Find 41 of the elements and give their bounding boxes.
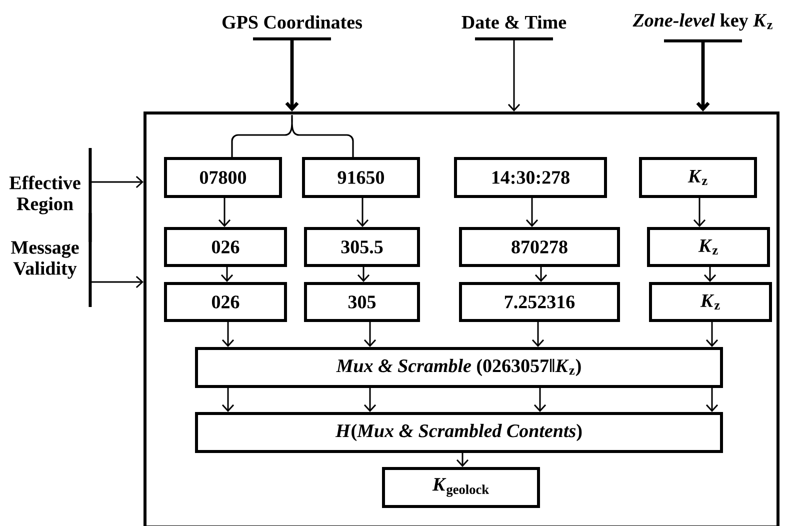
- arrow: [364, 322, 376, 347]
- input-label: Zone-level key K$_{z}$: [632, 13, 772, 42]
- process-box: K$_{geolock}$: [382, 467, 540, 508]
- process-box: K$_{z}$: [649, 282, 772, 322]
- arrow: [364, 388, 376, 412]
- process-box: 91650: [302, 157, 420, 198]
- arrow: [693, 198, 706, 227]
- arrow: [704, 267, 716, 282]
- process-box: Mux & Scramble (0263057‖K$_{z}$): [195, 347, 723, 388]
- arrow: [220, 267, 234, 282]
- arrow: [218, 198, 231, 227]
- process-box: 870278: [459, 227, 620, 267]
- process-box: 07800: [164, 157, 282, 198]
- arrow: [222, 322, 234, 347]
- outer-frame: [144, 112, 780, 526]
- arrow: [357, 267, 370, 282]
- arrow: [532, 322, 544, 347]
- arrow: [356, 198, 369, 227]
- input-label: GPS Coordinates: [222, 15, 362, 40]
- process-box: 305.5: [304, 227, 420, 267]
- arrow: [706, 322, 718, 347]
- arrow: [90, 176, 144, 188]
- arrow: [534, 267, 548, 282]
- arrow: [285, 38, 299, 112]
- process-box: 14:30:278: [454, 157, 607, 198]
- process-box: 7.252316: [459, 282, 620, 322]
- arrow: [526, 198, 538, 227]
- process-box: 026: [164, 282, 287, 322]
- arrow: [534, 388, 546, 412]
- process-box: H(Mux & Scrambled Contents): [195, 412, 723, 453]
- process-box: K$_{z}$: [647, 227, 770, 267]
- arrow: [456, 453, 469, 467]
- arrow: [508, 38, 520, 112]
- arrow: [222, 388, 234, 412]
- arrow: [706, 388, 718, 412]
- process-box: K$_{z}$: [639, 157, 757, 198]
- process-box: 305: [304, 282, 420, 322]
- arrow: [90, 276, 144, 288]
- process-box: 026: [164, 227, 287, 267]
- arrow: [696, 40, 710, 112]
- input-label: Date & Time: [462, 15, 566, 40]
